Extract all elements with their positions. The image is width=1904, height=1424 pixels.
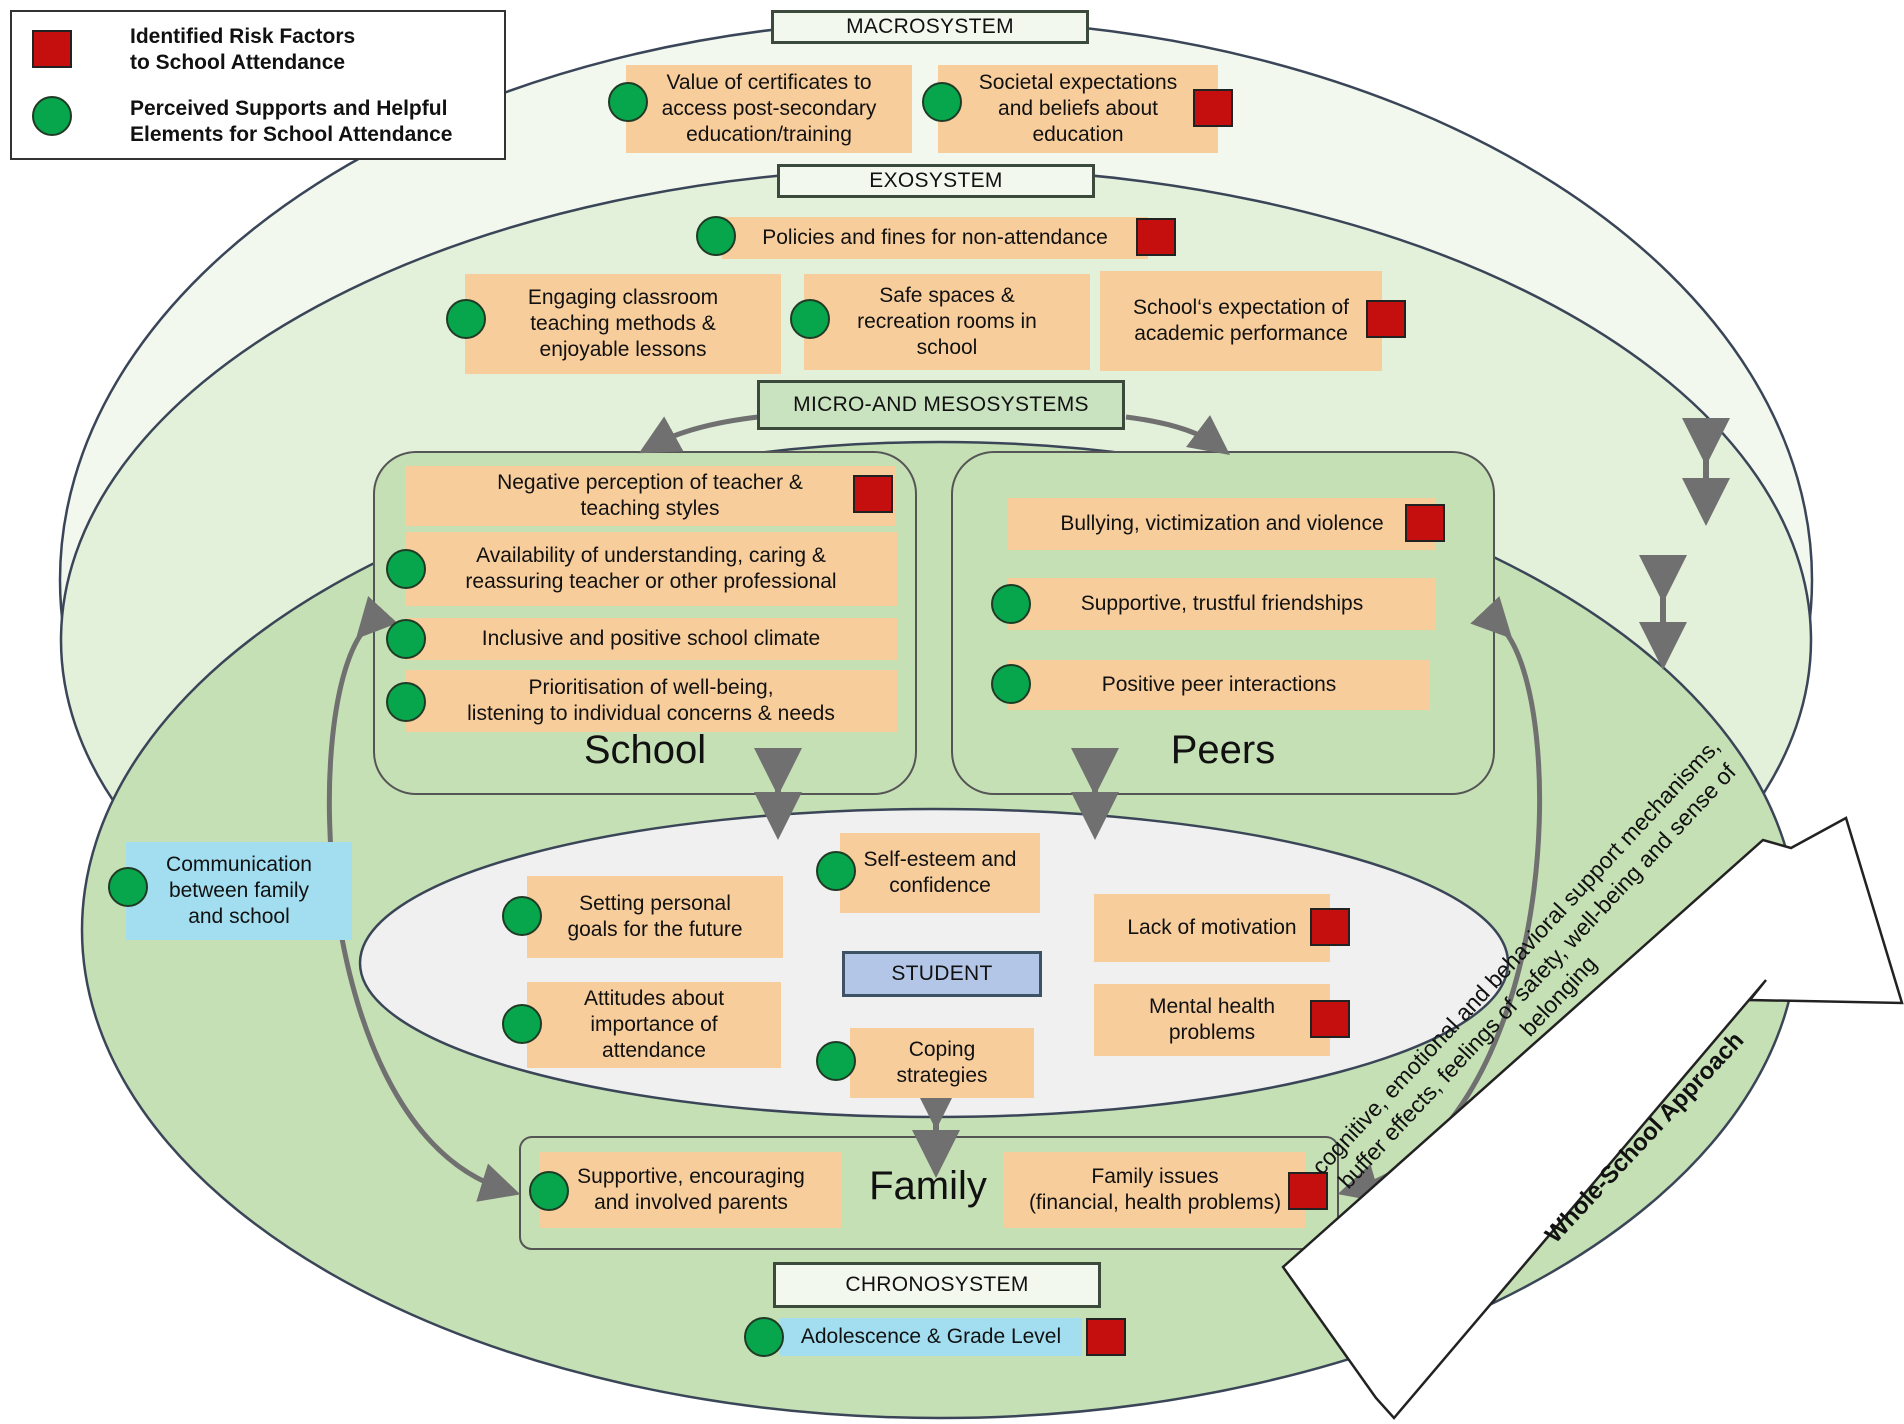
student-item-attitudes: Attitudes about importance of attendance (527, 982, 781, 1068)
peers-item-bullying: Bullying, victimization and violence (1008, 498, 1436, 550)
support-icon (790, 299, 830, 339)
legend-risk-label: Identified Risk Factors to School Attend… (130, 25, 356, 75)
micro-meso-label: MICRO-AND MESOSYSTEMS (757, 380, 1125, 430)
chronosystem-label: CHRONOSYSTEM (773, 1262, 1101, 1308)
macrosystem-label: MACROSYSTEM (771, 10, 1089, 44)
legend: Identified Risk Factors to School Attend… (10, 10, 506, 160)
double-arrows (754, 418, 1730, 1178)
student-item-self-esteem: Self-esteem and confidence (840, 833, 1040, 913)
risk-icon (1310, 1000, 1350, 1038)
student-item-lack-motivation: Lack of motivation (1094, 894, 1330, 962)
support-icon (744, 1317, 784, 1357)
risk-icon (1086, 1318, 1126, 1356)
support-icon (922, 82, 962, 122)
risk-icon (1136, 218, 1176, 256)
legend-support-label: Perceived Supports and Helpful Elements … (130, 97, 453, 147)
support-icon (386, 549, 426, 589)
support-icon (608, 82, 648, 122)
risk-icon (1405, 504, 1445, 542)
support-icon (816, 1041, 856, 1081)
support-icon (386, 682, 426, 722)
support-icon (108, 867, 148, 907)
support-icon (446, 299, 486, 339)
school-item-caring-teacher: Availability of understanding, caring & … (405, 532, 897, 606)
exosystem-label: EXOSYSTEM (777, 164, 1095, 198)
student-item-coping: Coping strategies (850, 1028, 1034, 1098)
student-label: STUDENT (842, 951, 1042, 997)
legend-support-icon (32, 96, 72, 136)
legend-risk-icon (32, 30, 72, 68)
exo-item-engaging-teaching: Engaging classroom teaching methods & en… (465, 274, 781, 374)
support-icon (529, 1171, 569, 1211)
macro-item-certificates: Value of certificates to access post-sec… (626, 65, 912, 153)
peers-item-friendships: Supportive, trustful friendships (1008, 578, 1436, 630)
risk-icon (1193, 89, 1233, 127)
school-item-negative-perception: Negative perception of teacher & teachin… (405, 466, 895, 526)
exo-item-policies-fines: Policies and fines for non-attendance (722, 217, 1148, 259)
school-item-wellbeing: Prioritisation of well-being, listening … (405, 670, 897, 732)
risk-icon (1288, 1172, 1328, 1210)
peers-title: Peers (1170, 728, 1276, 772)
student-item-personal-goals: Setting personal goals for the future (527, 876, 783, 958)
support-icon (386, 619, 426, 659)
exo-item-academic-expectation: School‘s expectation of academic perform… (1100, 271, 1382, 371)
support-icon (991, 664, 1031, 704)
whole-school-arrow (1281, 816, 1904, 1420)
arrow-to-peers (1125, 414, 1231, 455)
school-item-positive-climate: Inclusive and positive school climate (405, 618, 897, 660)
peers-item-positive-interactions: Positive peer interactions (1008, 660, 1430, 710)
chrono-item-adolescence: Adolescence & Grade Level (780, 1318, 1082, 1356)
arrow-to-school (638, 414, 759, 454)
risk-icon (1366, 300, 1406, 338)
risk-icon (853, 475, 893, 513)
family-title: Family (869, 1164, 987, 1208)
support-icon (991, 584, 1031, 624)
support-icon (502, 1004, 542, 1044)
school-title: School (583, 728, 707, 772)
student-item-mental-health: Mental health problems (1094, 984, 1330, 1056)
support-icon (816, 851, 856, 891)
exo-item-safe-spaces: Safe spaces & recreation rooms in school (804, 274, 1090, 370)
family-item-supportive-parents: Supportive, encouraging and involved par… (540, 1152, 842, 1228)
support-icon (696, 216, 736, 256)
support-icon (502, 896, 542, 936)
risk-icon (1310, 908, 1350, 946)
family-item-family-issues: Family issues (financial, health problem… (1004, 1152, 1306, 1228)
communication-family-school: Communication between family and school (126, 842, 352, 940)
macro-item-societal-expectations: Societal expectations and beliefs about … (938, 65, 1218, 153)
